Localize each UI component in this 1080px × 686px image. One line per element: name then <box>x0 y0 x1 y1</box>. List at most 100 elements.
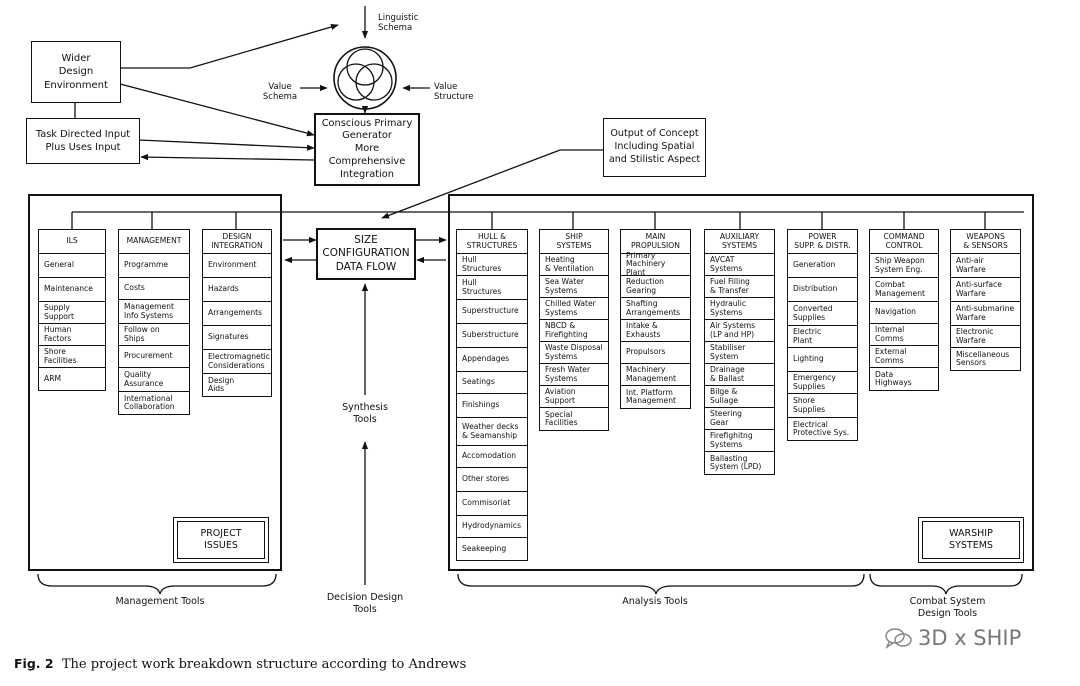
warship-systems-column-item: Anti-submarine Warfare <box>951 302 1020 326</box>
warship-systems-column-item: Miscellaneous Sensors <box>956 349 1010 367</box>
project-issues-column-item: Follow on Ships <box>119 324 189 346</box>
project-issues-label-box: PROJECT ISSUES <box>173 517 269 563</box>
project-issues-column-item: Signatures <box>203 326 271 350</box>
warship-systems-column-item: Finishings <box>457 394 527 418</box>
warship-systems-column-item: Generation <box>788 254 857 278</box>
project-issues-column-item: International Collaboration <box>124 393 175 411</box>
output-of-concept-box: Output of Concept Including Spatial and … <box>603 118 706 177</box>
warship-systems-column-item: Anti-surface Warfare <box>951 278 1020 302</box>
synthesis-tools-label: Synthesis Tools <box>342 402 388 425</box>
project-issues-column-item: Management Info Systems <box>119 300 189 324</box>
warship-systems-column-header: SHIP SYSTEMS <box>540 230 608 254</box>
warship-systems-column-item: NBCD & Firefighting <box>540 320 608 342</box>
warship-systems-column-item: Reduction Gearing <box>621 276 690 298</box>
warship-systems-column-item: Other stores <box>457 468 527 492</box>
watermark: 3D x SHIP <box>884 626 1021 650</box>
warship-systems-column-item: External Comms <box>870 346 938 368</box>
figure-caption-text: The project work breakdown structure acc… <box>61 657 467 672</box>
warship-systems-column-item: Emergency Supplies <box>788 372 857 394</box>
warship-systems-column-item: Firefighitng Systems <box>705 430 774 452</box>
warship-systems-column-item: Commisoriat <box>457 492 527 516</box>
project-issues-column-item: Electromagnetic Considerations <box>203 350 271 374</box>
warship-systems-column-item: Seakeeping <box>462 543 507 553</box>
warship-systems-column-item: Air Systems (LP and HP) <box>705 320 774 342</box>
warship-systems-column-header: WEAPONS & SENSORS <box>951 230 1020 254</box>
project-issues-column-header: ILS <box>39 230 105 254</box>
task-directed-input-box: Task Directed Input Plus Uses Input <box>26 118 140 164</box>
warship-systems-column-item: Hull Structures <box>457 276 527 300</box>
warship-systems-column-item: Distribution <box>788 278 857 302</box>
warship-systems-column-item: Int. Platform Management <box>626 387 677 405</box>
value-schema-label: Value Schema <box>262 82 298 103</box>
warship-systems-column-item: Hull Structures <box>457 254 527 276</box>
conscious-primary-generator-box: Conscious Primary Generator More Compreh… <box>314 113 420 186</box>
project-issues-column-item: Maintenance <box>39 278 105 302</box>
warship-systems-column-item: Fuel Filling & Transfer <box>705 276 774 298</box>
project-issues-column-item: Shore Facilities <box>39 346 105 368</box>
watermark-text: 3D x SHIP <box>918 626 1022 650</box>
size-configuration-box: SIZE CONFIGURATION DATA FLOW <box>316 228 416 280</box>
wider-design-environment-box: Wider Design Environment <box>31 41 121 103</box>
project-issues-column-header: DESIGN INTEGRATION <box>203 230 271 254</box>
warship-systems-column-item: Weather decks & Seamanship <box>457 418 527 446</box>
warship-systems-column-item: Combat Management <box>870 278 938 302</box>
project-issues-column-item: Programme <box>119 254 189 278</box>
warship-systems-column-item: Converted Supplies <box>788 302 857 326</box>
warship-systems-column-item: Ballasting System (LPD) <box>710 453 762 471</box>
project-issues-column-item: Procurement <box>119 346 189 368</box>
warship-systems-column-item: Heating & Ventilation <box>540 254 608 276</box>
project-issues-column-item: Environment <box>203 254 271 278</box>
warship-systems-column-item: Electronic Warfare <box>951 326 1020 348</box>
warship-systems-column-header: POWER SUPP. & DISTR. <box>788 230 857 254</box>
decision-design-tools-label: Decision Design Tools <box>326 592 404 615</box>
figure-number: Fig. 2 <box>14 656 54 671</box>
warship-systems-column-item: Seatings <box>457 372 527 394</box>
warship-systems-column-item: Chilled Water Systems <box>540 298 608 320</box>
warship-systems-column-item: Electrical Protective Sys. <box>793 419 850 437</box>
project-issues-column-item: Costs <box>119 278 189 300</box>
project-issues-column-item: ARM <box>44 373 62 383</box>
warship-systems-column-item: Data Highways <box>875 369 912 387</box>
warship-systems-column-item: Electric Plant <box>788 326 857 348</box>
analysis-tools-label: Analysis Tools <box>622 596 688 607</box>
warship-systems-column-item: Drainage & Ballast <box>705 364 774 386</box>
warship-systems-column-item: Ship Weapon System Eng. <box>870 254 938 278</box>
project-issues-column-item: Quality Assurance <box>119 368 189 392</box>
management-tools-label: Management Tools <box>115 596 205 607</box>
project-issues-column-item: General <box>39 254 105 278</box>
project-issues-column-item: Supply Support <box>39 302 105 324</box>
project-issues-column-item: Hazards <box>203 278 271 302</box>
warship-systems-column-item: Stabiliser System <box>705 342 774 364</box>
warship-systems-column-header: MAIN PROPULSION <box>621 230 690 254</box>
warship-systems-column-item: Superstructure <box>457 300 527 324</box>
warship-systems-column-item: Sea Water Systems <box>540 276 608 298</box>
warship-systems-column-item: AVCAT Systems <box>705 254 774 276</box>
project-issues-column-header: MANAGEMENT <box>119 230 189 254</box>
warship-systems-column-item: Internal Comms <box>870 324 938 346</box>
value-structure-label: Value Structure <box>434 82 474 103</box>
warship-systems-label: WARSHIP SYSTEMS <box>922 521 1020 559</box>
combat-system-design-tools-label: Combat System Design Tools <box>909 596 986 619</box>
wechat-logo-icon <box>885 628 912 649</box>
warship-systems-column-header: AUXILIARY SYSTEMS <box>705 230 774 254</box>
warship-systems-column-item: Steering Gear <box>705 408 774 430</box>
project-issues-label: PROJECT ISSUES <box>177 521 265 559</box>
warship-systems-column-item: Intake & Exhausts <box>621 320 690 342</box>
warship-systems-label-box: WARSHIP SYSTEMS <box>918 517 1024 563</box>
warship-systems-column-item: Shore Supplies <box>788 394 857 418</box>
warship-systems-column-item: Primary Machinery Plant <box>621 251 690 276</box>
warship-systems-column-item: Waste Disposal Systems <box>540 342 608 364</box>
project-issues-frame <box>28 194 282 571</box>
